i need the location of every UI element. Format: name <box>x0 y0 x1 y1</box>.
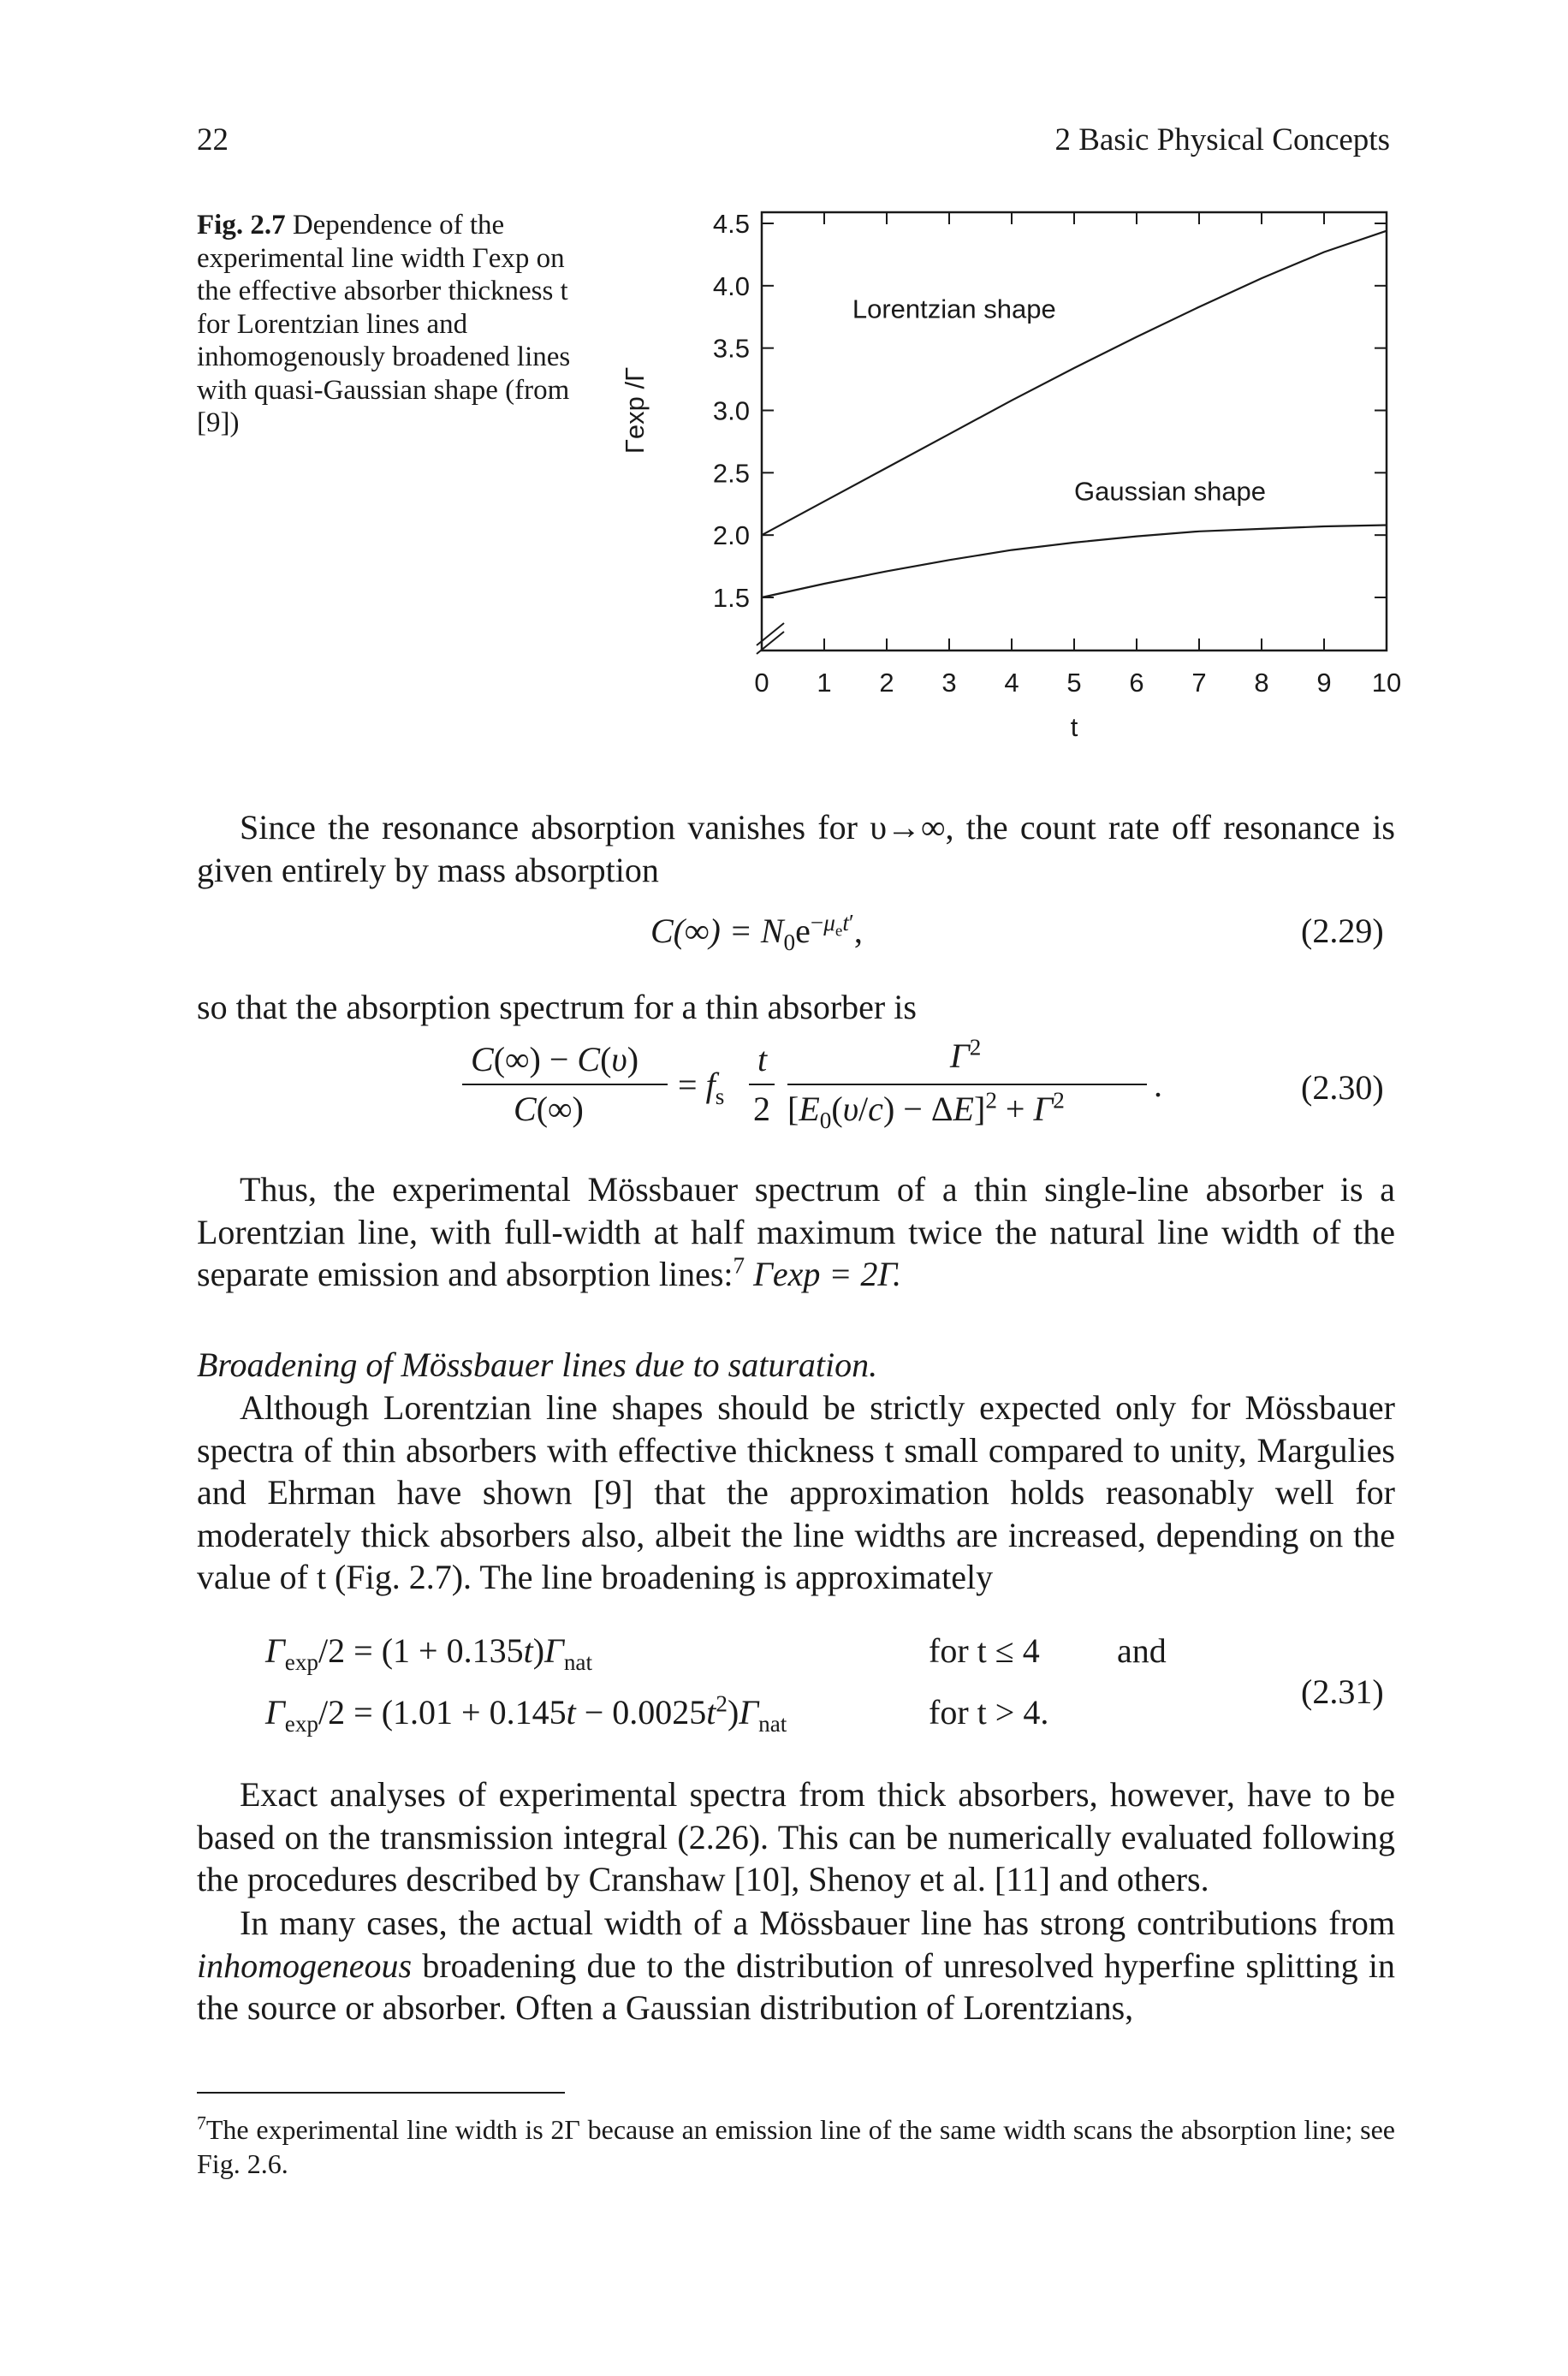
y-tick-label: 3.0 <box>713 396 750 426</box>
eq231-cond-2: for t > 4. <box>929 1693 1049 1732</box>
paragraph-4: Although Lorentzian line shapes should b… <box>197 1388 1395 1596</box>
y-tick-label: 2.0 <box>713 520 750 550</box>
paragraph-6-emphasis: inhomogeneous <box>197 1945 413 1985</box>
eq-number-2-30: (2.30) <box>1301 1068 1384 1107</box>
equation-2-29: C(∞) = N0e−μet′, <box>650 909 863 955</box>
footnote-rule <box>197 2092 565 2094</box>
figure-caption-text: Dependence of the experimental line widt… <box>197 210 571 438</box>
axis-break-mark <box>756 631 785 655</box>
x-tick-label: 0 <box>754 668 769 698</box>
plot-frame <box>760 211 1388 652</box>
paragraph-6-b: broadening due to the distribution of un… <box>197 1945 1395 2028</box>
footnote-marker: 7 <box>197 2112 206 2134</box>
x-tick-label: 4 <box>1004 668 1019 698</box>
y-axis-label: Γexp /Γ <box>620 367 650 454</box>
gaussian-curve <box>761 524 1387 599</box>
footnote: 7The experimental line width is 2Γ becau… <box>197 2112 1395 2181</box>
paragraph-6-a: In many cases, the actual width of a Mös… <box>240 1904 1395 1942</box>
y-tick-label: 1.5 <box>713 583 750 613</box>
y-tick-label: 2.5 <box>713 458 750 488</box>
axis-break-mark <box>756 622 785 646</box>
paragraph-3-formula: Γexp = 2Γ. <box>753 1255 902 1293</box>
eq-number-2-31: (2.31) <box>1301 1672 1384 1711</box>
figure-caption: Fig. 2.7 Dependence of the experimental … <box>197 209 573 440</box>
x-tick-label: 10 <box>1372 668 1401 698</box>
eq-number-2-29: (2.29) <box>1301 912 1384 950</box>
x-tick-label: 1 <box>817 668 831 698</box>
section-subheading: Broadening of Mössbauer lines due to sat… <box>197 1345 878 1384</box>
paragraph-2: so that the absorption spectrum for a th… <box>197 988 917 1026</box>
paragraph-1: Since the resonance absorption vanishes … <box>197 808 1395 889</box>
equation-2-30: C(∞) − C(υ) C(∞) = fs t 2 Γ2 [E0(υ/c) − … <box>454 1036 1224 1132</box>
y-tick-label: 4.0 <box>713 271 750 301</box>
y-tick-label: 3.5 <box>713 334 750 364</box>
paragraph-3: Thus, the experimental Mössbauer spectru… <box>197 1170 1395 1293</box>
equation-2-31-line-2: Γexp/2 = (1.01 + 0.145t − 0.0025t2)Γnat <box>265 1690 787 1737</box>
line-width-chart: 0 1 2 3 4 5 6 7 8 9 10 4.5 4.0 3.5 3.0 2.5 2.0 1.5 t Γexp /… <box>620 209 1401 742</box>
x-tick-label: 2 <box>879 668 894 698</box>
figure-label: Fig. 2.7 <box>197 210 286 241</box>
x-tick-label: 7 <box>1191 668 1206 698</box>
eq231-cond-1: for t ≤ 4 <box>929 1631 1040 1670</box>
lorentzian-curve <box>761 229 1387 537</box>
x-tick-label: 6 <box>1129 668 1143 698</box>
annotation-gaussian: Gaussian shape <box>1074 476 1266 506</box>
x-tick-label: 5 <box>1066 668 1081 698</box>
chart-layer: 0 1 2 3 4 5 6 7 8 9 10 4.5 4.0 3.5 3.0 2.5 2.0 1.5 t Γexp /… <box>620 209 1401 742</box>
running-head: 2 Basic Physical Concepts <box>1054 122 1390 157</box>
x-axis-label: t <box>1071 712 1078 742</box>
x-tick-label: 8 <box>1254 668 1268 698</box>
paragraph-5: Exact analyses of experimental spectra f… <box>197 1775 1395 1898</box>
paragraph-6: In many cases, the actual width of a Mös… <box>197 1902 1395 2029</box>
x-tick-label: 3 <box>941 668 956 698</box>
y-tick-label: 4.5 <box>713 209 750 239</box>
eq231-and: and <box>1117 1631 1167 1670</box>
footnote-text: The experimental line width is 2Γ becaus… <box>197 2114 1395 2179</box>
eq229-lhs: C(∞) = N <box>650 912 784 950</box>
equation-2-31-line-1: Γexp/2 = (1 + 0.135t)Γnat <box>265 1631 593 1675</box>
annotation-lorentzian: Lorentzian shape <box>852 294 1056 324</box>
paragraph-3-text: Thus, the experimental Mössbauer spectru… <box>197 1170 1395 1293</box>
page-number: 22 <box>197 122 229 157</box>
x-tick-label: 9 <box>1316 668 1331 698</box>
